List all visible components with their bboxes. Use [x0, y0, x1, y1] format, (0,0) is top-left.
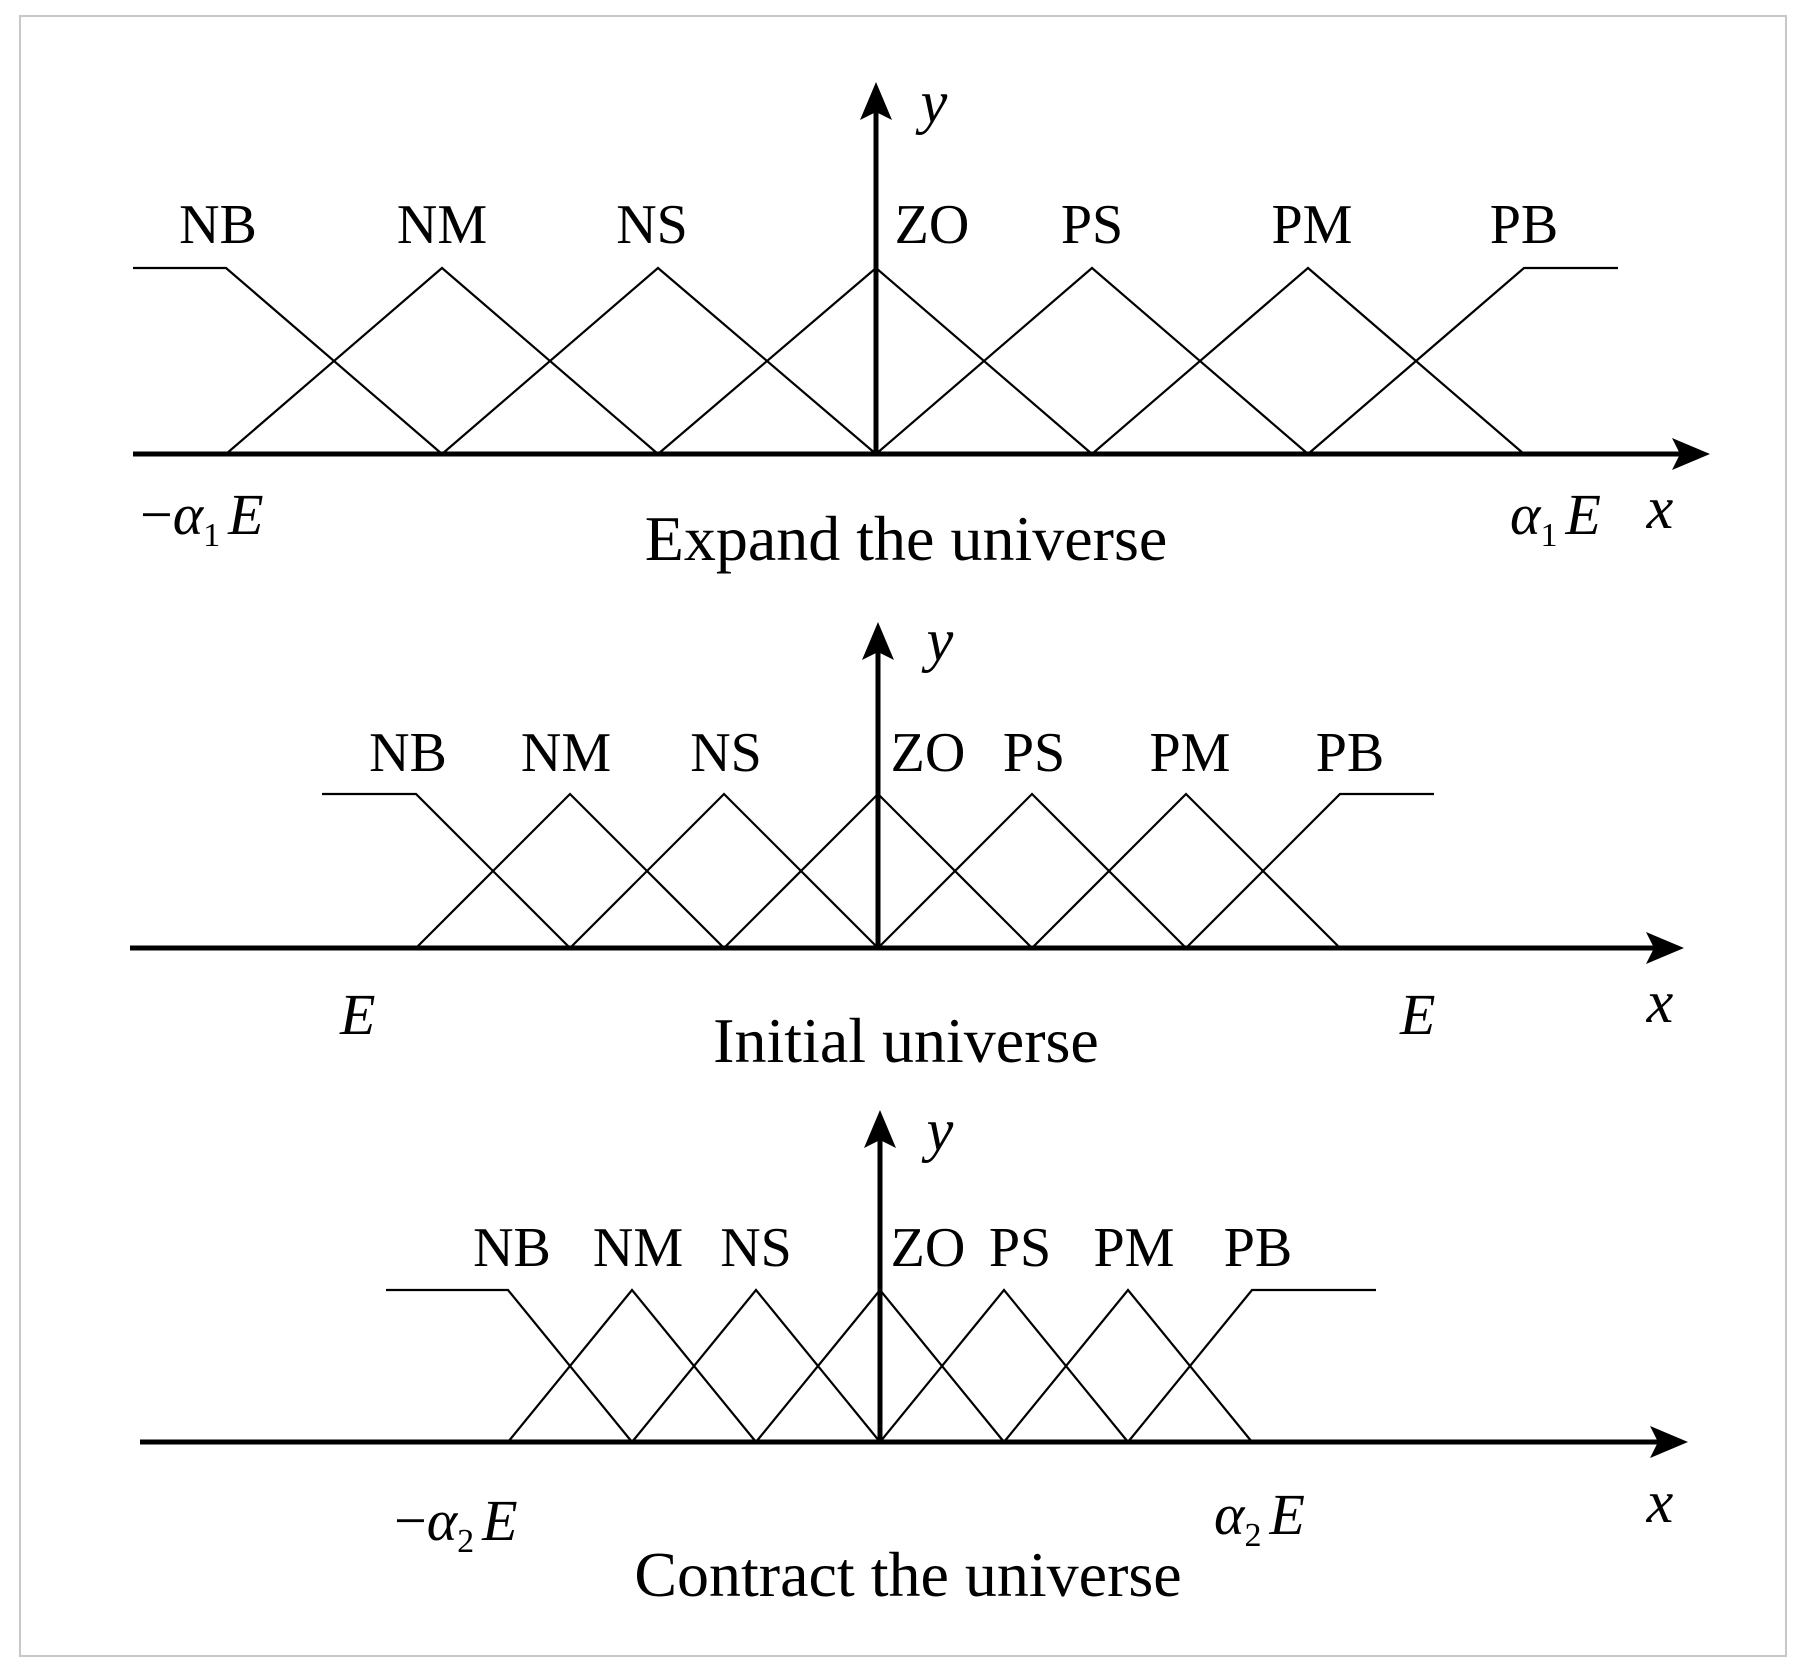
label-pb: PB	[1224, 1217, 1293, 1279]
x-axis-label: x	[1646, 475, 1674, 541]
left-bound: E	[339, 982, 375, 1047]
mf-pb	[1185, 792, 1434, 949]
right-bound: E	[1399, 982, 1435, 1047]
label-pm: PM	[1272, 194, 1353, 256]
x-axis-label: x	[1646, 969, 1674, 1035]
label-ps: PS	[989, 1217, 1051, 1279]
mf-ps	[879, 1288, 1129, 1443]
mf-pb	[1127, 1288, 1376, 1443]
label-zo: ZO	[891, 1217, 966, 1279]
mf-ns	[569, 792, 879, 949]
label-nm: NM	[521, 722, 611, 784]
mf-nm	[507, 1288, 757, 1443]
y-axis-label: y	[921, 1097, 954, 1163]
mf-pm	[1003, 1288, 1253, 1443]
mf-ps	[877, 792, 1187, 949]
caption-expand: Expand the universe	[645, 503, 1168, 574]
label-ns: NS	[690, 722, 762, 784]
mf-nb	[386, 1288, 633, 1443]
label-zo: ZO	[895, 194, 970, 256]
label-nm: NM	[593, 1217, 683, 1279]
label-ns: NS	[616, 194, 688, 256]
label-pb: PB	[1490, 194, 1559, 256]
label-nb: NB	[179, 194, 257, 256]
mf-nm	[225, 266, 659, 455]
mf-nm	[415, 792, 725, 949]
label-ns: NS	[720, 1217, 792, 1279]
mf-zo	[755, 1288, 1005, 1443]
label-pm: PM	[1094, 1217, 1175, 1279]
label-zo: ZO	[891, 722, 966, 784]
mf-pm	[1091, 266, 1525, 455]
x-axis-label: x	[1646, 1469, 1674, 1535]
mf-ps	[875, 266, 1309, 455]
label-ps: PS	[1003, 722, 1065, 784]
label-pb: PB	[1316, 722, 1385, 784]
mf-nb	[322, 792, 571, 949]
x-axis-arrow-icon	[1646, 932, 1684, 964]
y-axis-label: y	[921, 607, 954, 673]
y-axis-arrow-icon	[860, 82, 892, 120]
caption-initial: Initial universe	[713, 1005, 1099, 1076]
caption-contract: Contract the universe	[634, 1539, 1181, 1610]
x-axis-arrow-icon	[1672, 438, 1710, 470]
label-nm: NM	[397, 194, 487, 256]
mf-zo	[723, 792, 1033, 949]
y-axis-arrow-icon	[862, 622, 894, 660]
y-axis-arrow-icon	[864, 1110, 896, 1148]
mf-zo	[657, 266, 1093, 455]
label-pm: PM	[1150, 722, 1231, 784]
x-axis-arrow-icon	[1650, 1426, 1688, 1458]
figure-frame	[19, 15, 1787, 1657]
panel-initial: NB NM NS ZO PS PM PB y x E E Initial uni…	[130, 607, 1684, 1076]
label-ps: PS	[1061, 194, 1123, 256]
mf-ns	[441, 266, 877, 455]
label-nb: NB	[473, 1217, 551, 1279]
mf-ns	[631, 1288, 881, 1443]
mf-pb	[1307, 266, 1618, 455]
mf-pm	[1031, 792, 1341, 949]
label-nb: NB	[369, 722, 447, 784]
mf-nb	[133, 266, 443, 455]
y-axis-label: y	[915, 69, 948, 135]
